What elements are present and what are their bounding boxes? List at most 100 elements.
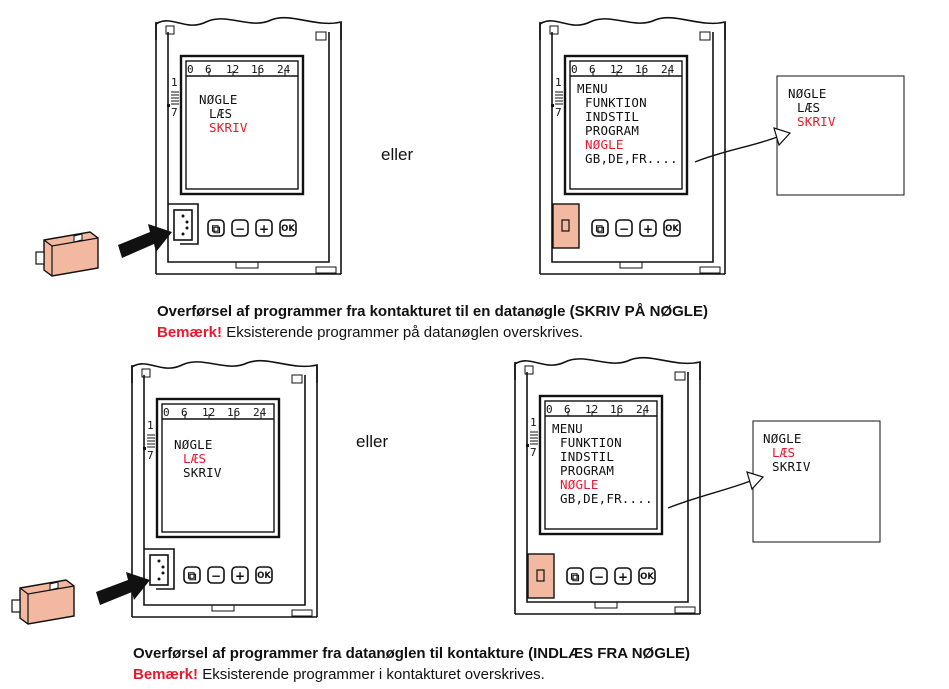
svg-text:12: 12 (610, 63, 623, 76)
inserted-key (527, 553, 555, 599)
lcd-line-funktion: FUNKTION (585, 95, 647, 110)
top-note-label: Bemærk! (157, 324, 223, 341)
svg-text:0: 0 (571, 63, 578, 76)
top-right-device: 1 7 0 6 12 16 24 MENU FUNKTION INDSTIL P… (539, 16, 726, 275)
inserted-key (552, 203, 580, 249)
lcd-line-menu: MENU (577, 81, 608, 96)
svg-text:+: + (618, 570, 628, 584)
lcd-line-nogle: NØGLE (174, 437, 213, 452)
svg-text:SKRIV: SKRIV (772, 459, 811, 474)
svg-text:7: 7 (530, 446, 537, 459)
svg-text:1: 1 (555, 76, 562, 89)
top-left-device: 1 7 0 6 12 16 24 NØGLE LÆS SKRIV ⧉ − + O… (155, 16, 342, 275)
svg-text:OK: OK (665, 224, 679, 234)
svg-text:+: + (259, 222, 269, 236)
lcd-line-laes-highlight: LÆS (183, 451, 206, 466)
ok-button[interactable]: OK (663, 219, 681, 237)
menu-button[interactable]: ⧉ (566, 567, 584, 585)
minus-button[interactable]: − (590, 567, 608, 585)
ok-button[interactable]: OK (638, 567, 656, 585)
tick-16: 16 (251, 63, 264, 76)
bottom-note: Bemærk! Eksisterende programmer i kontak… (133, 666, 545, 683)
top-caption-title: Overførsel af programmer fra kontakturet… (157, 303, 708, 320)
scale-side-bottom: 7 (171, 106, 178, 119)
top-note-text: Eksisterende programmer på datanøglen ov… (222, 324, 584, 341)
tick-0: 0 (187, 63, 194, 76)
svg-text:12: 12 (202, 406, 215, 419)
insert-arrow-icon (118, 224, 172, 258)
popup-arrow-icon (667, 471, 765, 509)
popup-arrow-icon (694, 127, 792, 163)
data-key (11, 579, 75, 625)
copy-icon: ⧉ (596, 222, 605, 236)
plus-button[interactable]: + (639, 219, 657, 237)
scale-side-top: 1 (171, 76, 178, 89)
eller-text: eller (381, 145, 413, 164)
svg-text:−: − (235, 222, 245, 236)
bottom-right-device: 1 7 0 6 12 16 24 MENU FUNKTION INDSTIL P… (514, 356, 701, 615)
svg-text:0: 0 (163, 406, 170, 419)
minus-button[interactable]: − (231, 219, 249, 237)
key-port (168, 203, 199, 245)
svg-text:LÆS: LÆS (797, 100, 820, 115)
plus-button[interactable]: + (231, 566, 249, 584)
copy-icon: ⧉ (212, 222, 221, 236)
plus-button[interactable]: + (614, 567, 632, 585)
svg-text:12: 12 (585, 403, 598, 416)
tick-6: 6 (205, 63, 212, 76)
copy-icon: ⧉ (188, 569, 197, 583)
svg-text:−: − (619, 222, 629, 236)
menu-button[interactable]: ⧉ (183, 566, 201, 584)
svg-text:6: 6 (564, 403, 571, 416)
svg-text:GB,DE,FR....: GB,DE,FR.... (560, 491, 653, 506)
top-caption: Overførsel af programmer fra kontakturet… (157, 303, 708, 320)
svg-text:7: 7 (555, 106, 562, 119)
svg-text:−: − (594, 570, 604, 584)
plus-button[interactable]: + (255, 219, 273, 237)
bottom-note-text: Eksisterende programmer i kontakturet ov… (198, 666, 545, 683)
svg-text:1: 1 (530, 416, 537, 429)
bottom-popup: NØGLE LÆS SKRIV (752, 420, 881, 543)
svg-text:PROGRAM: PROGRAM (560, 463, 614, 478)
data-key (35, 231, 99, 277)
svg-text:+: + (643, 222, 653, 236)
lcd-line-skriv-highlight: SKRIV (209, 120, 248, 135)
tick-24: 24 (277, 63, 291, 76)
ok-button[interactable]: OK (279, 219, 297, 237)
svg-text:NØGLE: NØGLE (763, 431, 802, 446)
key-port (144, 548, 175, 590)
minus-button[interactable]: − (615, 219, 633, 237)
svg-text:6: 6 (181, 406, 188, 419)
svg-text:LÆS: LÆS (772, 445, 795, 460)
ok-button[interactable]: OK (255, 566, 273, 584)
svg-text:16: 16 (610, 403, 623, 416)
minus-button[interactable]: − (207, 566, 225, 584)
menu-button[interactable]: ⧉ (591, 219, 609, 237)
svg-text:SKRIV: SKRIV (797, 114, 836, 129)
lcd-line-skriv: SKRIV (183, 465, 222, 480)
svg-text:24: 24 (253, 406, 267, 419)
lcd-line-languages: GB,DE,FR.... (585, 151, 678, 166)
svg-text:−: − (211, 569, 221, 583)
bottom-note-label: Bemærk! (133, 666, 199, 683)
lcd-line-program: PROGRAM (585, 123, 639, 138)
tick-12: 12 (226, 63, 239, 76)
lcd-line-indstil: INDSTIL (585, 109, 639, 124)
bottom-caption-title: Overførsel af programmer fra datanøglen … (133, 645, 691, 662)
insert-arrow-icon (96, 572, 150, 605)
top-popup: NØGLE LÆS SKRIV (776, 75, 905, 196)
svg-text:7: 7 (147, 449, 154, 462)
svg-text:FUNKTION: FUNKTION (560, 435, 622, 450)
lcd-line-nogle-highlight: NØGLE (585, 137, 624, 152)
svg-text:OK: OK (257, 571, 271, 581)
svg-text:16: 16 (227, 406, 240, 419)
svg-text:MENU: MENU (552, 421, 583, 436)
svg-text:OK: OK (281, 224, 295, 234)
copy-icon: ⧉ (571, 570, 580, 584)
lcd-line-nogle-highlight: NØGLE (560, 477, 599, 492)
bottom-left-device: 1 7 0 6 12 16 24 NØGLE LÆS SKRIV ⧉ − + O… (131, 359, 318, 618)
svg-text:+: + (235, 569, 245, 583)
svg-text:OK: OK (640, 572, 654, 582)
menu-button[interactable]: ⧉ (207, 219, 225, 237)
